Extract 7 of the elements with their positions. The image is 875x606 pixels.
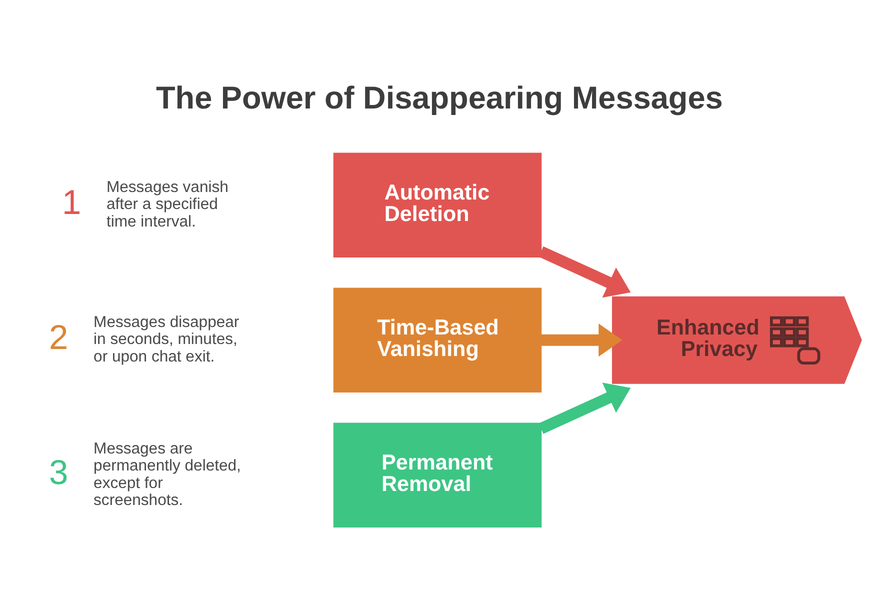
node-label: 3 — [49, 454, 68, 492]
node-label: Messages are permanently deleted, except for screenshots. — [94, 440, 241, 508]
node-label: Messages disappear in seconds, minutes, or upon chat exit. — [94, 313, 240, 365]
node-label: 2 — [49, 318, 68, 357]
diagram-title: The Power of Disappearing Messages — [156, 78, 723, 115]
node-label: Messages vanish after a specified time interval. — [106, 178, 228, 230]
node-label: 1 — [62, 184, 82, 222]
